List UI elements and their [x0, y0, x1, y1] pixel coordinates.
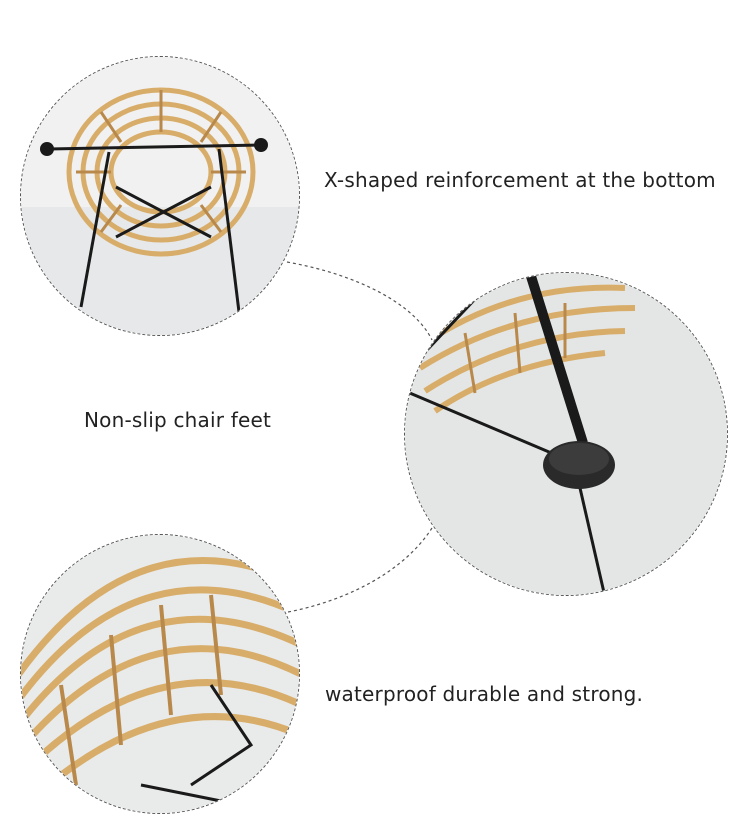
photo-rattan-weave-detail: [20, 534, 300, 814]
photo-chair-bottom-x-reinforcement: [20, 56, 300, 336]
caption-x-reinforcement: X-shaped reinforcement at the bottom: [324, 168, 716, 192]
photo-non-slip-chair-foot: [404, 272, 728, 596]
caption-non-slip-feet: Non-slip chair feet: [84, 408, 272, 432]
caption-waterproof: waterproof durable and strong.: [325, 682, 644, 706]
